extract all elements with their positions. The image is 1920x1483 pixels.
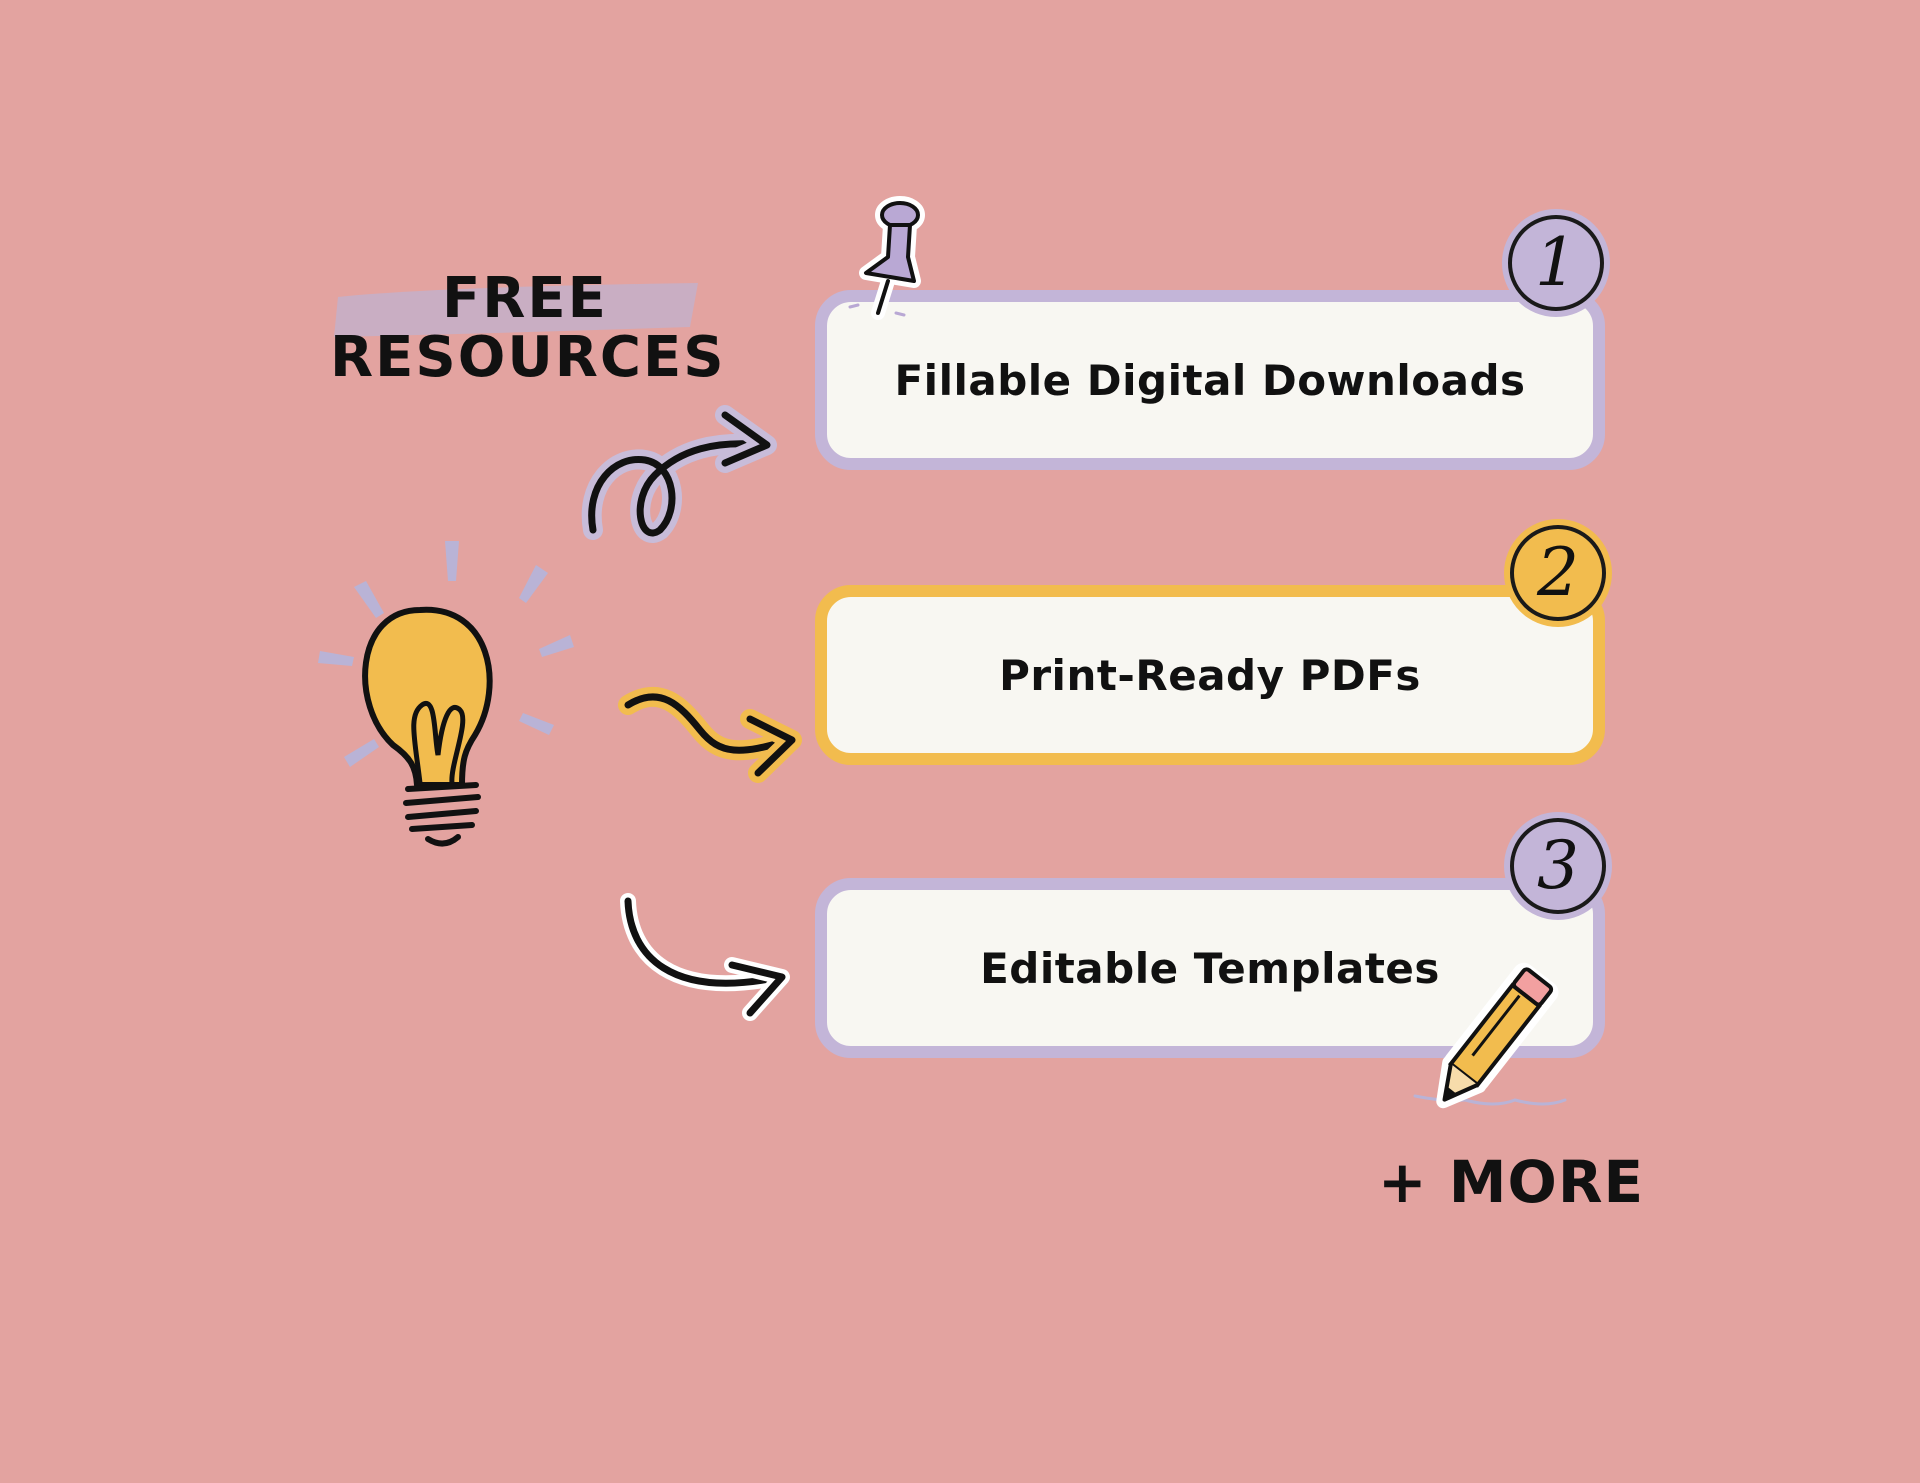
arrow-icon-3 bbox=[620, 893, 790, 1021]
number-badge-3: 3 bbox=[1510, 818, 1606, 914]
heading: FREE RESOURCES bbox=[330, 266, 726, 390]
resource-card-1: Fillable Digital Downloads bbox=[815, 290, 1605, 470]
resource-card-2: Print-Ready PDFs bbox=[815, 585, 1605, 765]
number-badge-2: 2 bbox=[1510, 525, 1606, 621]
heading-highlight bbox=[334, 283, 698, 337]
resource-label-2: Print-Ready PDFs bbox=[999, 650, 1421, 700]
heading-line-1: FREE bbox=[442, 266, 608, 331]
arrow-icon-1 bbox=[581, 405, 777, 543]
more-label: + MORE bbox=[1378, 1148, 1645, 1216]
heading-line-2: RESOURCES bbox=[330, 324, 726, 390]
arrow-icon-2 bbox=[618, 686, 802, 783]
number-badge-1: 1 bbox=[1508, 215, 1604, 311]
pencil-icon bbox=[1413, 962, 1567, 1109]
resource-label-1: Fillable Digital Downloads bbox=[894, 355, 1526, 405]
resource-card-3: Editable Templates bbox=[815, 878, 1605, 1058]
pushpin-icon bbox=[848, 196, 925, 320]
lightbulb-icon bbox=[318, 541, 574, 847]
resource-label-3: Editable Templates bbox=[980, 943, 1440, 993]
